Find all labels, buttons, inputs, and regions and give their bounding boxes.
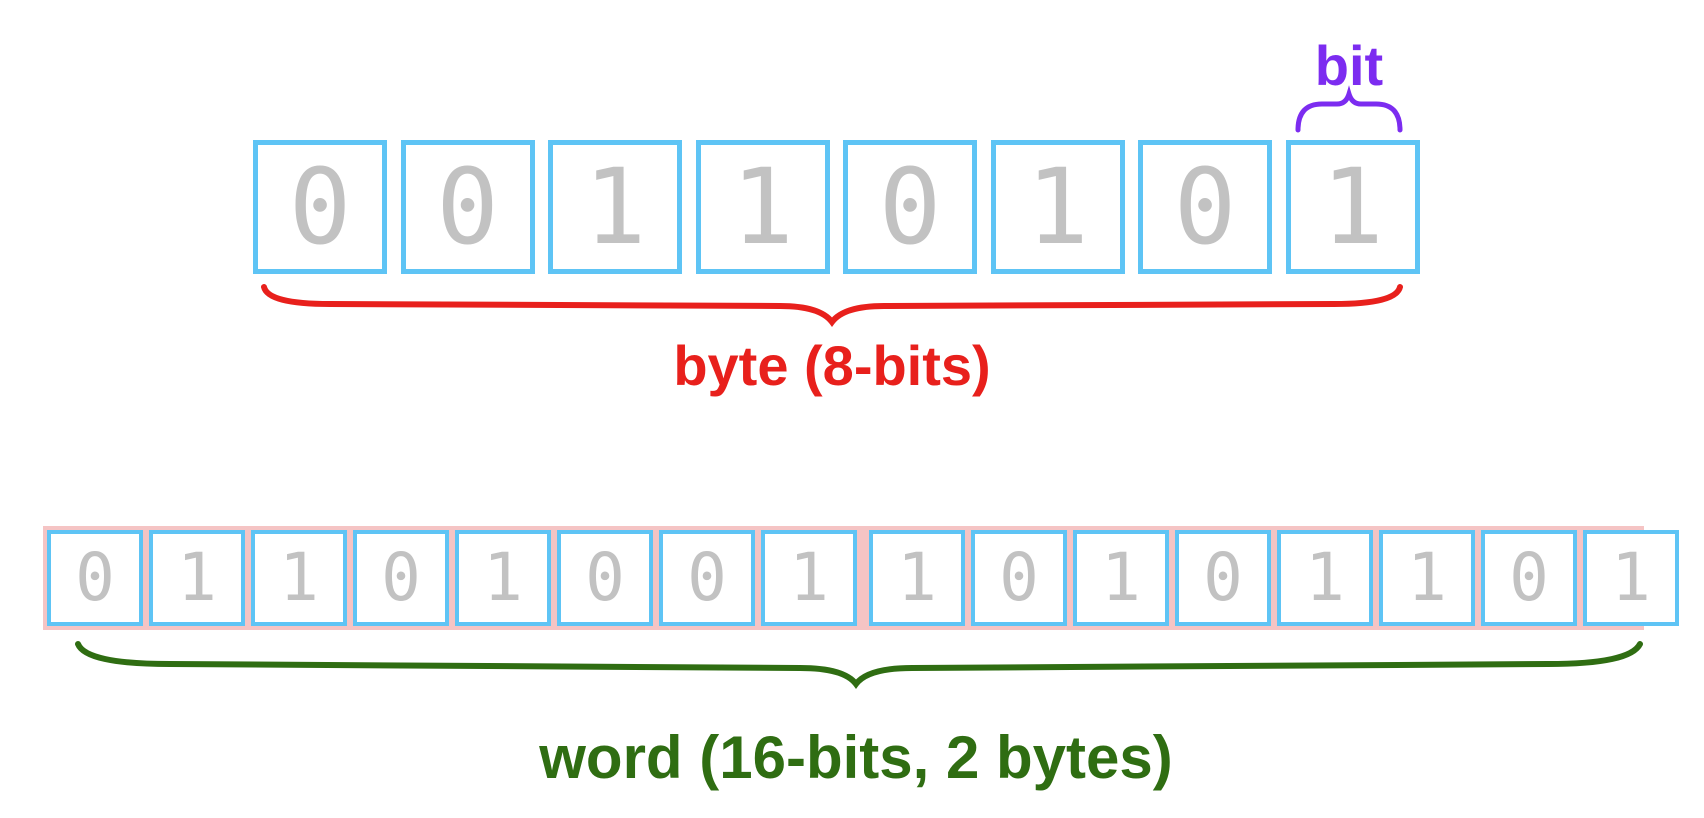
byte-bit-cell: 0 bbox=[843, 140, 977, 274]
word-bit-cell: 1 bbox=[455, 530, 551, 626]
word-bit-cell: 1 bbox=[251, 530, 347, 626]
byte-bit-cell: 0 bbox=[253, 140, 387, 274]
word-bit-cell: 0 bbox=[557, 530, 653, 626]
word-label: word (16-bits, 2 bytes) bbox=[539, 724, 1173, 791]
word-bit-cell: 0 bbox=[353, 530, 449, 626]
word-bit-cell: 1 bbox=[149, 530, 245, 626]
word-bit-cell: 1 bbox=[1073, 530, 1169, 626]
word-bit-cell: 0 bbox=[971, 530, 1067, 626]
word-brace bbox=[75, 641, 1643, 689]
byte-bit-cell: 0 bbox=[1138, 140, 1272, 274]
word-bit-cell: 1 bbox=[1583, 530, 1679, 626]
byte-bit-cell: 1 bbox=[548, 140, 682, 274]
byte-brace bbox=[261, 284, 1403, 327]
word-bit-cell: 1 bbox=[869, 530, 965, 626]
byte-bit-cell: 0 bbox=[400, 140, 535, 274]
bit-label: bit bbox=[1314, 34, 1384, 97]
bit-brace bbox=[1295, 85, 1403, 133]
word-bit-cell: 1 bbox=[1379, 530, 1475, 626]
byte-bit-cell: 1 bbox=[1285, 140, 1420, 274]
byte-bit-cell: 1 bbox=[695, 140, 830, 274]
word-bit-cell: 0 bbox=[659, 530, 755, 626]
word-bit-cell: 1 bbox=[1277, 530, 1373, 626]
word-bit-cell: 0 bbox=[1175, 530, 1271, 626]
word-bit-cell: 1 bbox=[761, 530, 857, 626]
byte-bit-cell: 1 bbox=[990, 140, 1125, 274]
byte-label: byte (8-bits) bbox=[673, 334, 991, 397]
word-bit-cell: 0 bbox=[47, 530, 143, 626]
word-bit-cell: 0 bbox=[1481, 530, 1577, 626]
